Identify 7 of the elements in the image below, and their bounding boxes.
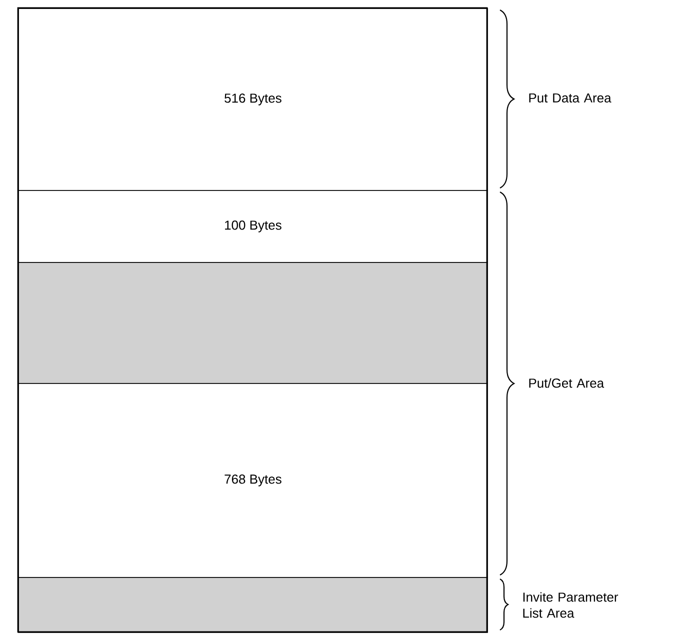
area-label: Put Data Area [529,93,612,103]
area-label: Put/Get Area [529,378,604,388]
shaded-band [18,576,488,633]
shaded-band [18,262,488,384]
memory-block: 100 Bytes [18,190,488,263]
memory-block: 768 Bytes [18,383,488,578]
area-label: Invite Parameter List Area [523,592,618,618]
